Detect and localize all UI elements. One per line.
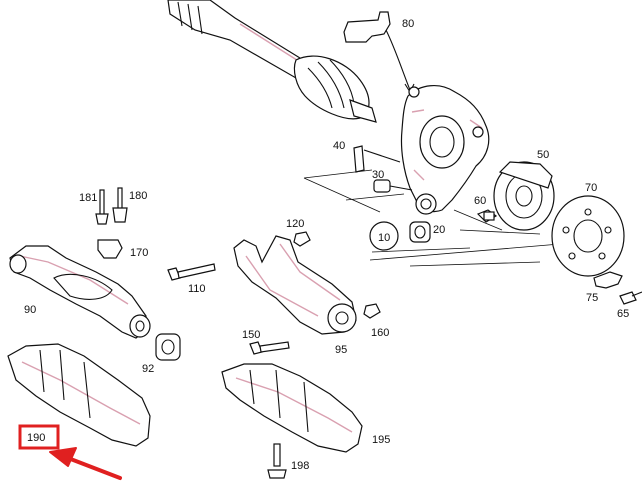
bolt-40	[353, 145, 401, 173]
part-labels: 80 40 30 10 20 50 60 70 75 65 181 180 17…	[24, 18, 629, 472]
label-65: 65	[617, 308, 629, 320]
label-30: 30	[372, 169, 384, 181]
bolt-60	[476, 209, 498, 223]
item-10-20	[369, 221, 431, 251]
pointer-arrow	[49, 447, 122, 480]
label-181: 181	[79, 192, 97, 204]
label-160: 160	[371, 327, 389, 339]
clip-198	[267, 443, 287, 479]
bolt-181	[95, 189, 109, 225]
highlight-box	[18, 424, 60, 450]
cover-195	[221, 363, 363, 453]
label-120: 120	[286, 218, 304, 230]
bolt-180	[112, 187, 128, 223]
drive-shaft	[167, 0, 377, 123]
label-92: 92	[142, 363, 154, 375]
cover-190	[7, 343, 151, 447]
nut-160	[363, 303, 381, 319]
label-95: 95	[335, 344, 347, 356]
hub-50	[493, 161, 555, 231]
wheel-carrier	[400, 85, 490, 215]
bracket-170	[97, 239, 123, 259]
leader-lines	[303, 169, 561, 267]
bolt-110	[167, 263, 216, 281]
link-arm-95	[233, 235, 357, 335]
label-190: 190	[27, 432, 45, 444]
disc-70	[551, 195, 625, 277]
label-198: 198	[291, 460, 309, 472]
bolt-65	[619, 291, 642, 305]
label-195: 195	[372, 434, 390, 446]
bushing-30	[373, 179, 413, 193]
label-60: 60	[474, 195, 486, 207]
label-20: 20	[433, 224, 445, 236]
label-40: 40	[333, 140, 345, 152]
label-110: 110	[188, 283, 206, 295]
label-180: 180	[129, 190, 147, 202]
label-150: 150	[242, 329, 260, 341]
clip-75	[593, 271, 623, 289]
label-10: 10	[378, 232, 390, 244]
bolt-150	[249, 341, 290, 355]
label-75: 75	[586, 292, 598, 304]
label-70: 70	[585, 182, 597, 194]
bushing-92	[155, 333, 181, 361]
control-arm-90	[9, 245, 151, 339]
label-80: 80	[402, 18, 414, 30]
label-50: 50	[537, 149, 549, 161]
label-170: 170	[130, 247, 148, 259]
nut-120	[293, 231, 311, 247]
label-90: 90	[24, 304, 36, 316]
